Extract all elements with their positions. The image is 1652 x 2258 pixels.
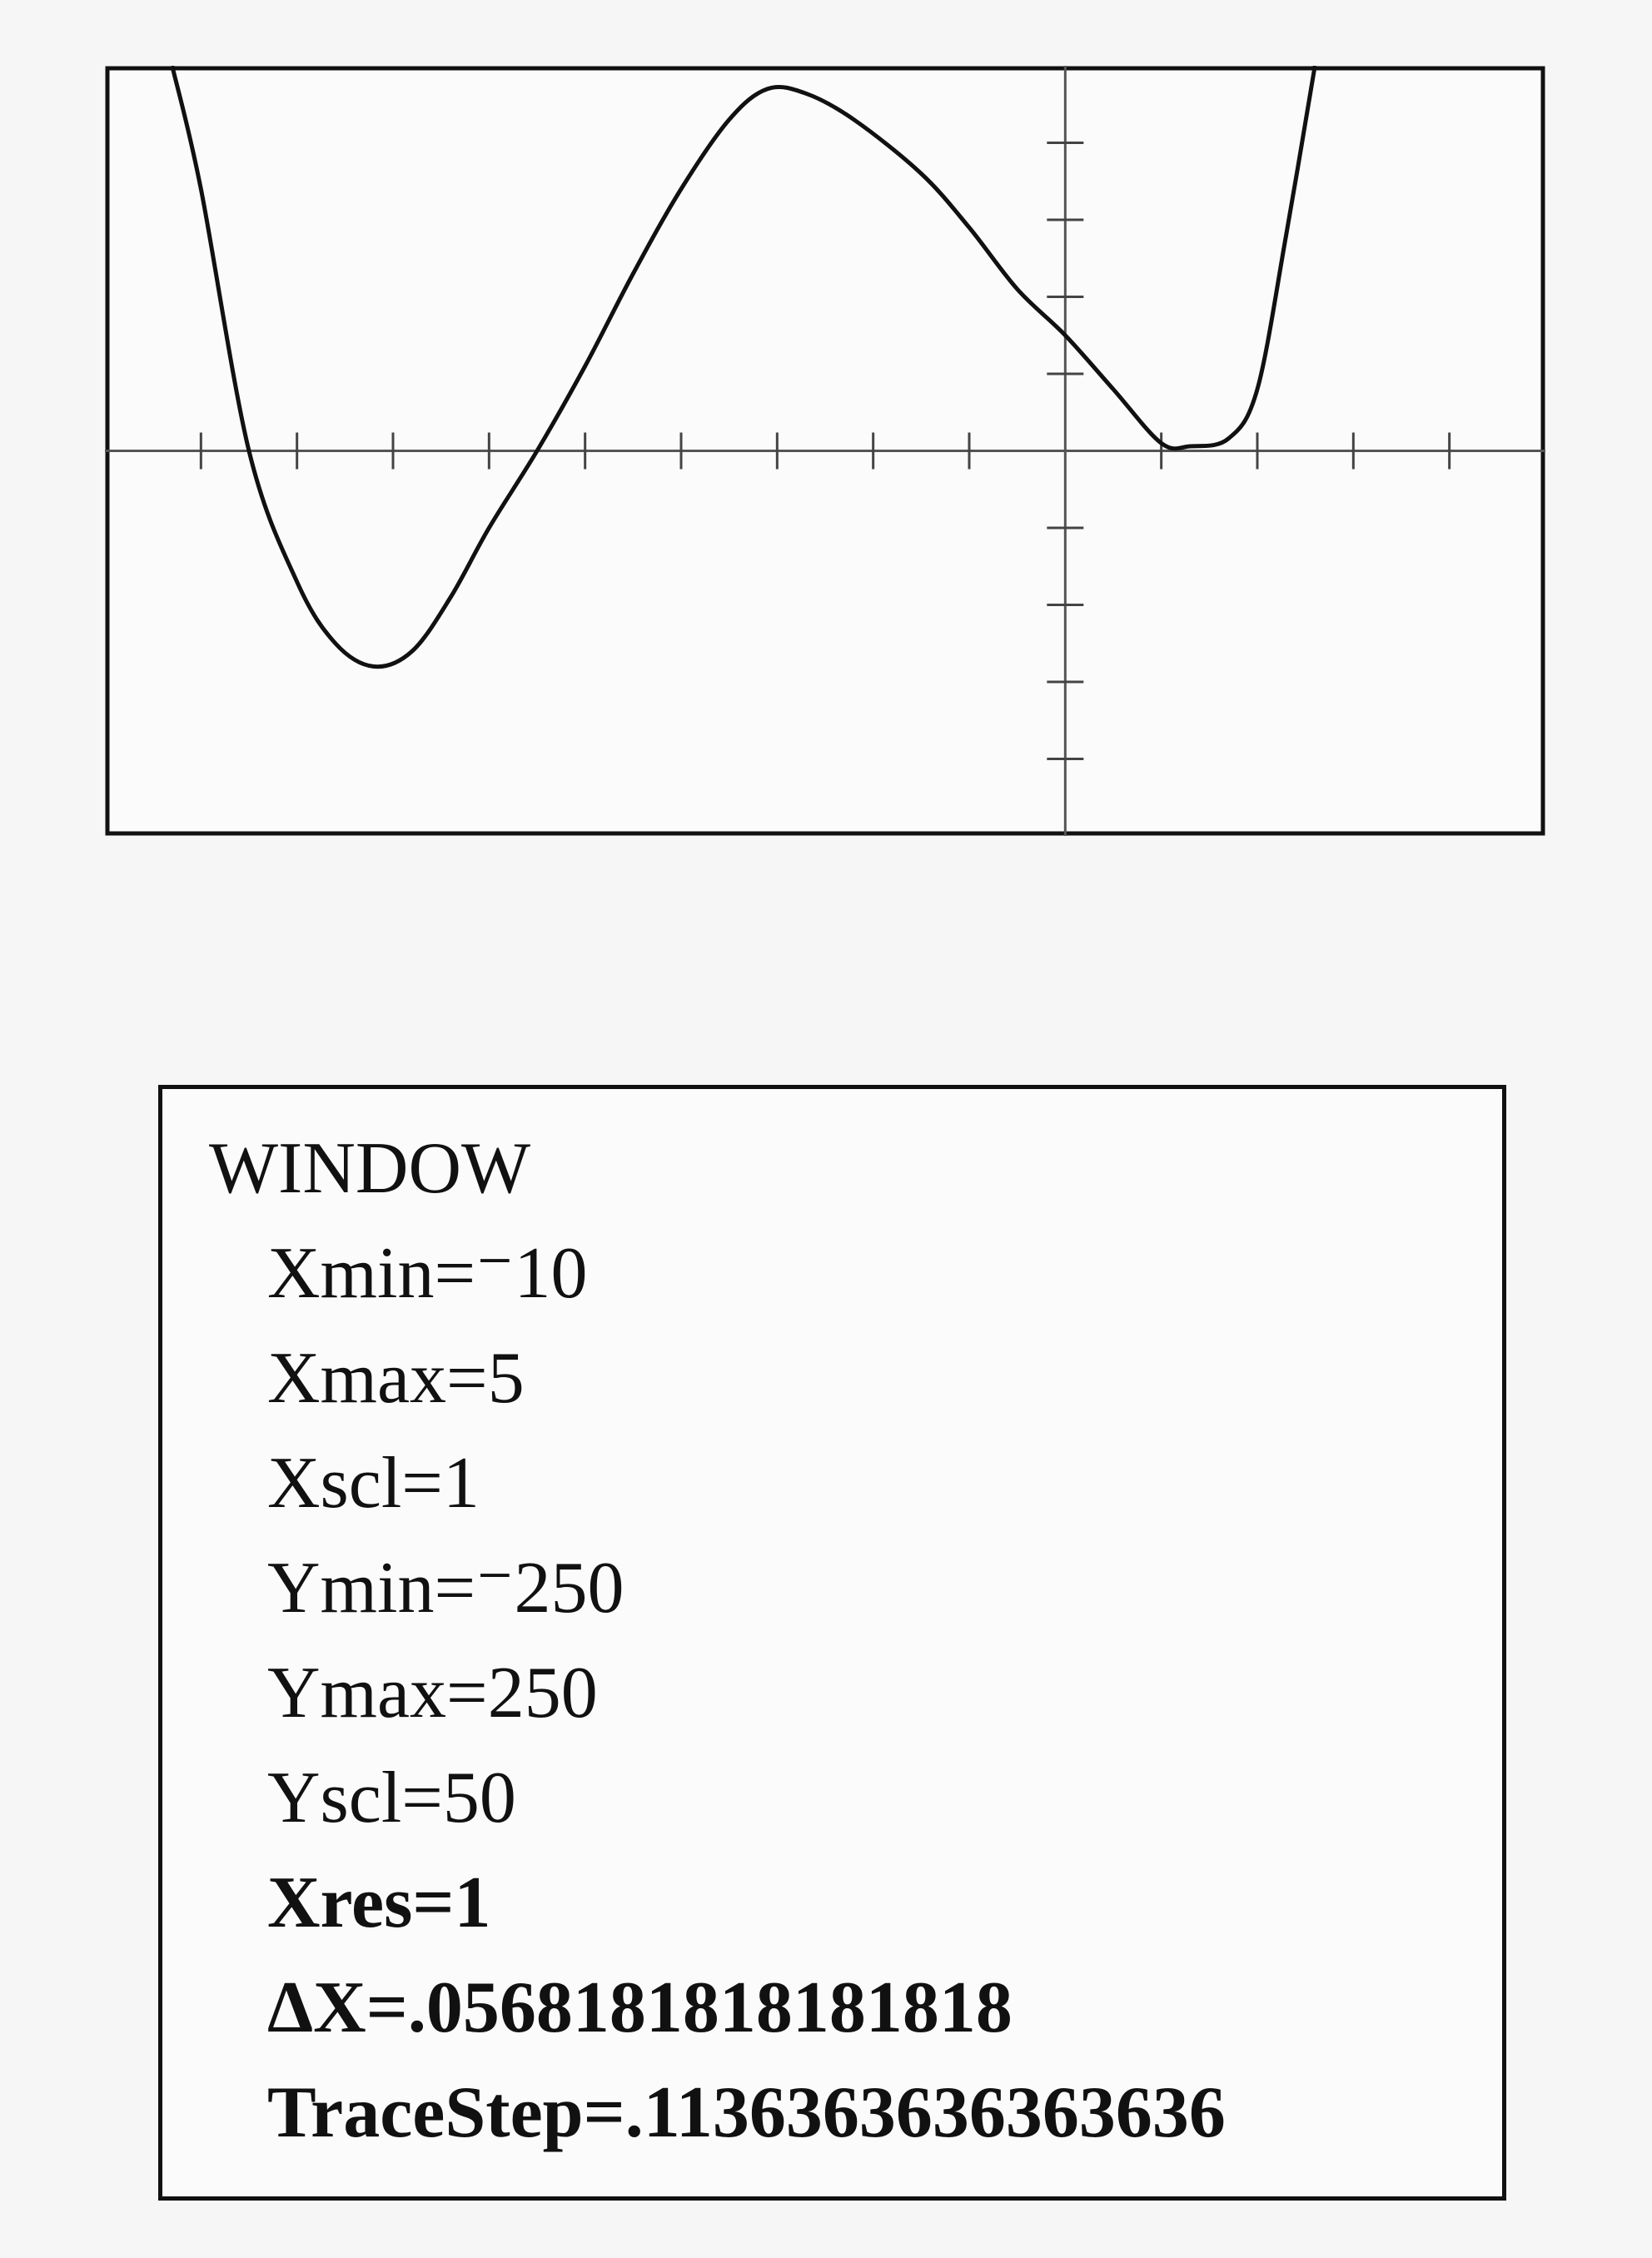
function-curve: [170, 66, 1317, 669]
xmin-setting: Xmin=⁻10: [267, 1233, 588, 1314]
graph-screen: [105, 66, 1545, 836]
ymin-setting: Ymin=⁻250: [267, 1548, 624, 1629]
window-title: WINDOW: [209, 1128, 531, 1209]
xscl-setting: Xscl=1: [267, 1443, 480, 1524]
xmax-setting: Xmax=5: [267, 1338, 525, 1419]
xres-setting: Xres=1: [267, 1863, 491, 1943]
delta-x-setting: ΔX=.0568181818181818: [267, 1967, 1013, 2048]
yscl-setting: Yscl=50: [267, 1758, 516, 1838]
window-settings-panel: WINDOW Xmin=⁻10 Xmax=5 Xscl=1 Ymin=⁻250 …: [158, 1085, 1506, 2201]
ymax-setting: Ymax=250: [267, 1653, 598, 1733]
tracestep-setting: TraceStep=.1136363636363636: [267, 2072, 1226, 2153]
